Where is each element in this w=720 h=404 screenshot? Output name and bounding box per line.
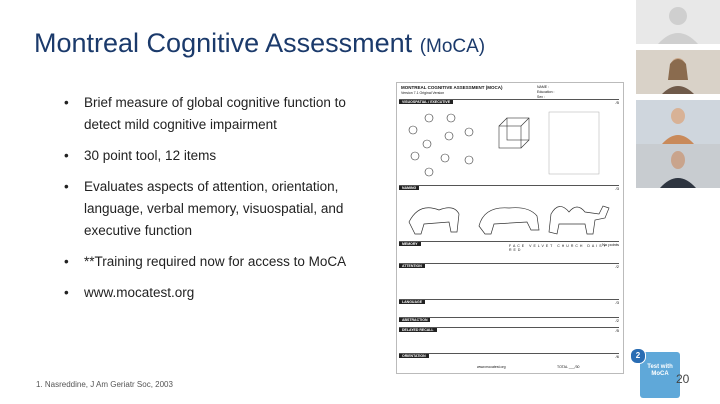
bullet-list: •Brief measure of global cognitive funct… [62, 92, 382, 313]
participant-video [636, 100, 720, 144]
slide-title: Montreal Cognitive Assessment (MoCA) [34, 28, 485, 59]
form-version: Version 7.1 Original Version [401, 91, 445, 95]
form-title: MONTREAL COGNITIVE ASSESSMENT (MOCA) [401, 85, 503, 90]
memory-word-row: FACE VELVET CHURCH DAISY RED [509, 244, 608, 252]
citation-footnote: 1. Nasreddine, J Am Geriatr Soc, 2003 [36, 380, 173, 389]
bullet-item: •**Training required now for access to M… [64, 254, 347, 269]
form-total: TOTAL ___/30 [557, 365, 580, 369]
form-section: ATTENTION /2 [399, 263, 619, 300]
form-section: NAMING /3 [399, 185, 619, 242]
moca-form-image: MONTREAL COGNITIVE ASSESSMENT (MOCA) Ver… [396, 82, 624, 374]
video-tile-participant[interactable] [636, 144, 720, 188]
participant-video [636, 50, 720, 94]
form-section: MEMORY No points FACE VELVET CHURCH DAIS… [399, 241, 619, 264]
bullet-item: •www.mocatest.org [64, 285, 195, 300]
bullet-item: •30 point tool, 12 items [64, 148, 217, 163]
form-section: ORIENTATION /6 [399, 353, 619, 364]
participant-video [636, 144, 720, 188]
presentation-slide: Montreal Cognitive Assessment (MoCA) •Br… [34, 28, 624, 389]
form-section: VISUOSPATIAL / EXECUTIVE /5 [399, 99, 619, 186]
form-section: ABSTRACTION /2 [399, 317, 619, 328]
bullet-item: •Evaluates aspects of attention, orienta… [64, 179, 344, 238]
animal-drawings [408, 205, 610, 235]
form-fields: NAME : Education : Sex : [537, 85, 555, 99]
video-tile-self[interactable] [636, 0, 720, 44]
moca-app-badge[interactable]: 2 Test with MoCA [630, 348, 680, 398]
form-footer-url: www.mocatest.org [477, 365, 506, 369]
slide-title-main: Montreal Cognitive Assessment [34, 28, 413, 58]
page-number: 20 [676, 372, 690, 386]
video-tile-participant[interactable] [636, 50, 720, 94]
bullet-item: •Brief measure of global cognitive funct… [64, 95, 346, 132]
form-section: DELAYED RECALL /5 [399, 327, 619, 354]
slide-title-suffix: (MoCA) [419, 36, 486, 57]
video-tile-participant[interactable] [636, 100, 720, 144]
badge-label: Test with MoCA [647, 364, 673, 377]
badge-count: 2 [630, 348, 646, 364]
trail-making-drawing [408, 111, 600, 177]
person-placeholder-icon [658, 7, 698, 44]
form-section: LANGUAGE /3 [399, 299, 619, 318]
